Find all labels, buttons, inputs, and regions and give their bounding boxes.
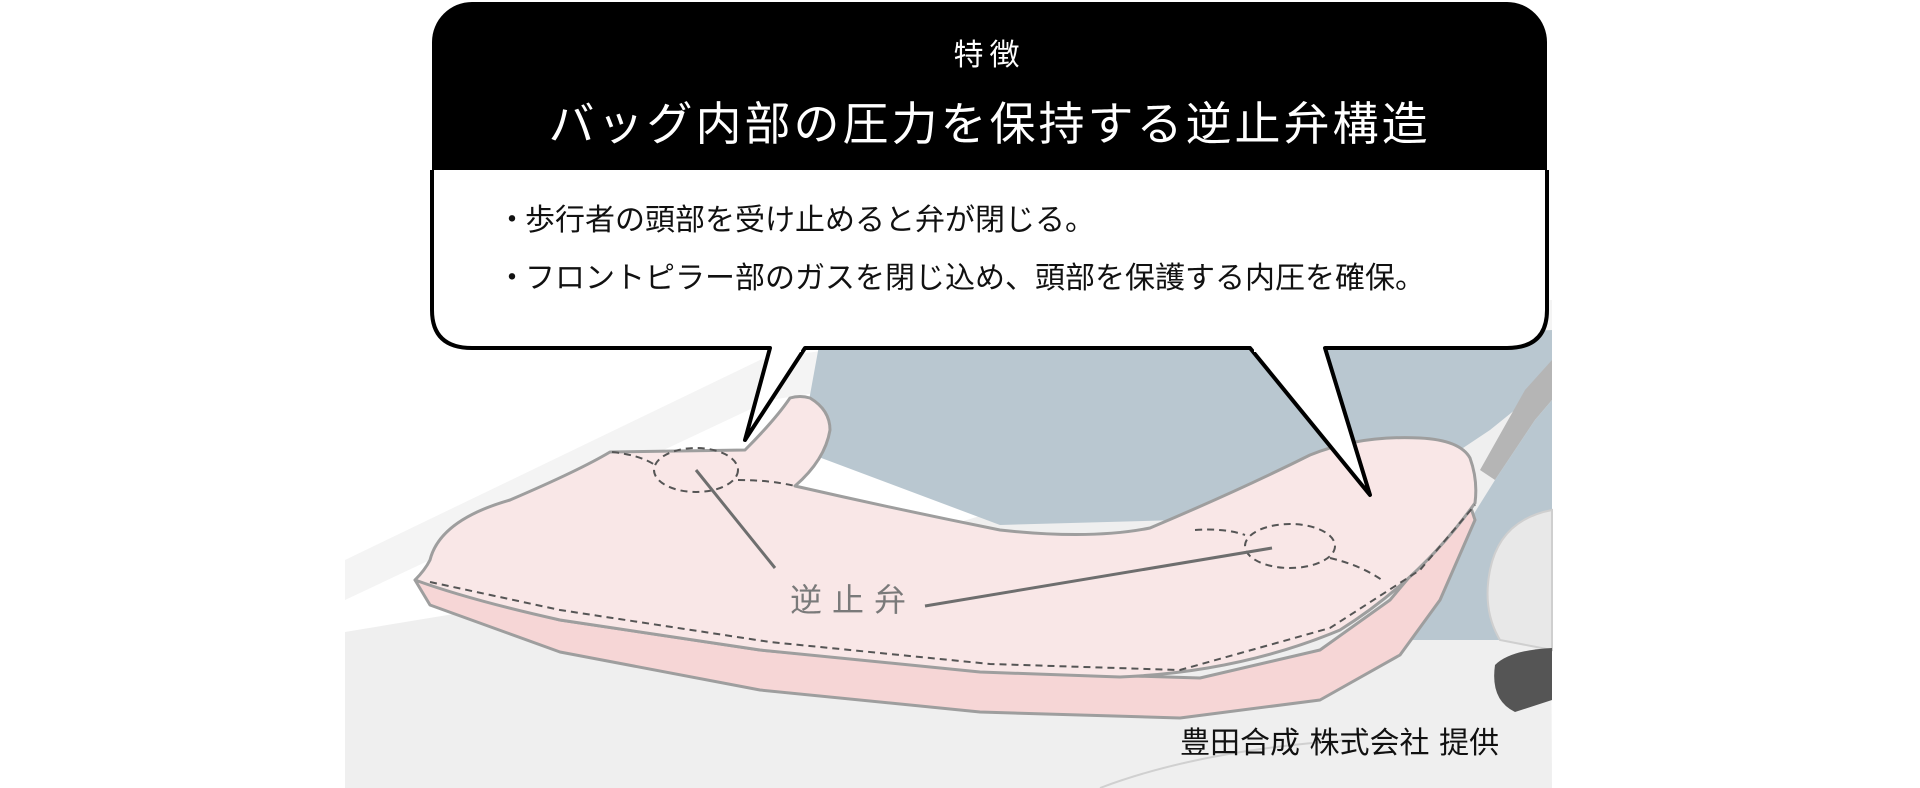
bullet-dot: ・	[497, 203, 527, 238]
check-valve-right	[1244, 523, 1336, 569]
image-credit: 豊田合成 株式会社 提供	[1180, 726, 1500, 761]
airbag-body	[413, 395, 1478, 679]
hood-edge-line	[1099, 739, 1351, 788]
check-valve-label: 逆止弁	[790, 581, 917, 619]
bullet-dot: ・	[497, 261, 527, 296]
feature-text: フロントピラー部のガスを閉じ込め、頭部を保護する内圧を確保。	[525, 261, 1425, 296]
callout-subtitle: 特徴	[953, 38, 1026, 73]
feature-item: ・フロントピラー部のガスを閉じ込め、頭部を保護する内圧を確保。	[497, 254, 1425, 312]
side-mirror-base	[1494, 648, 1552, 712]
airbag-seam	[429, 504, 1476, 672]
callout-header: 特徴 バッグ内部の圧力を保持する逆止弁構造	[432, 2, 1547, 170]
callout-join-mask-right	[1254, 340, 1322, 352]
callout-bubble	[430, 170, 1549, 497]
leader-line-right	[924, 546, 1273, 608]
callout-join-mask	[773, 340, 801, 352]
leader-line-left	[694, 469, 777, 569]
side-mirror	[1486, 508, 1553, 652]
check-valve-left	[653, 447, 739, 493]
valve-right-seam	[1194, 528, 1383, 581]
valve-left-seam	[611, 451, 796, 487]
feature-list: ・歩行者の頭部を受け止めると弁が閉じる。 ・フロントピラー部のガスを閉じ込め、頭…	[497, 196, 1425, 312]
front-pillar	[1480, 360, 1552, 480]
callout-title: バッグ内部の圧力を保持する逆止弁構造	[548, 97, 1431, 151]
feature-text: 歩行者の頭部を受け止めると弁が閉じる。	[525, 203, 1095, 238]
feature-item: ・歩行者の頭部を受け止めると弁が閉じる。	[497, 196, 1425, 254]
